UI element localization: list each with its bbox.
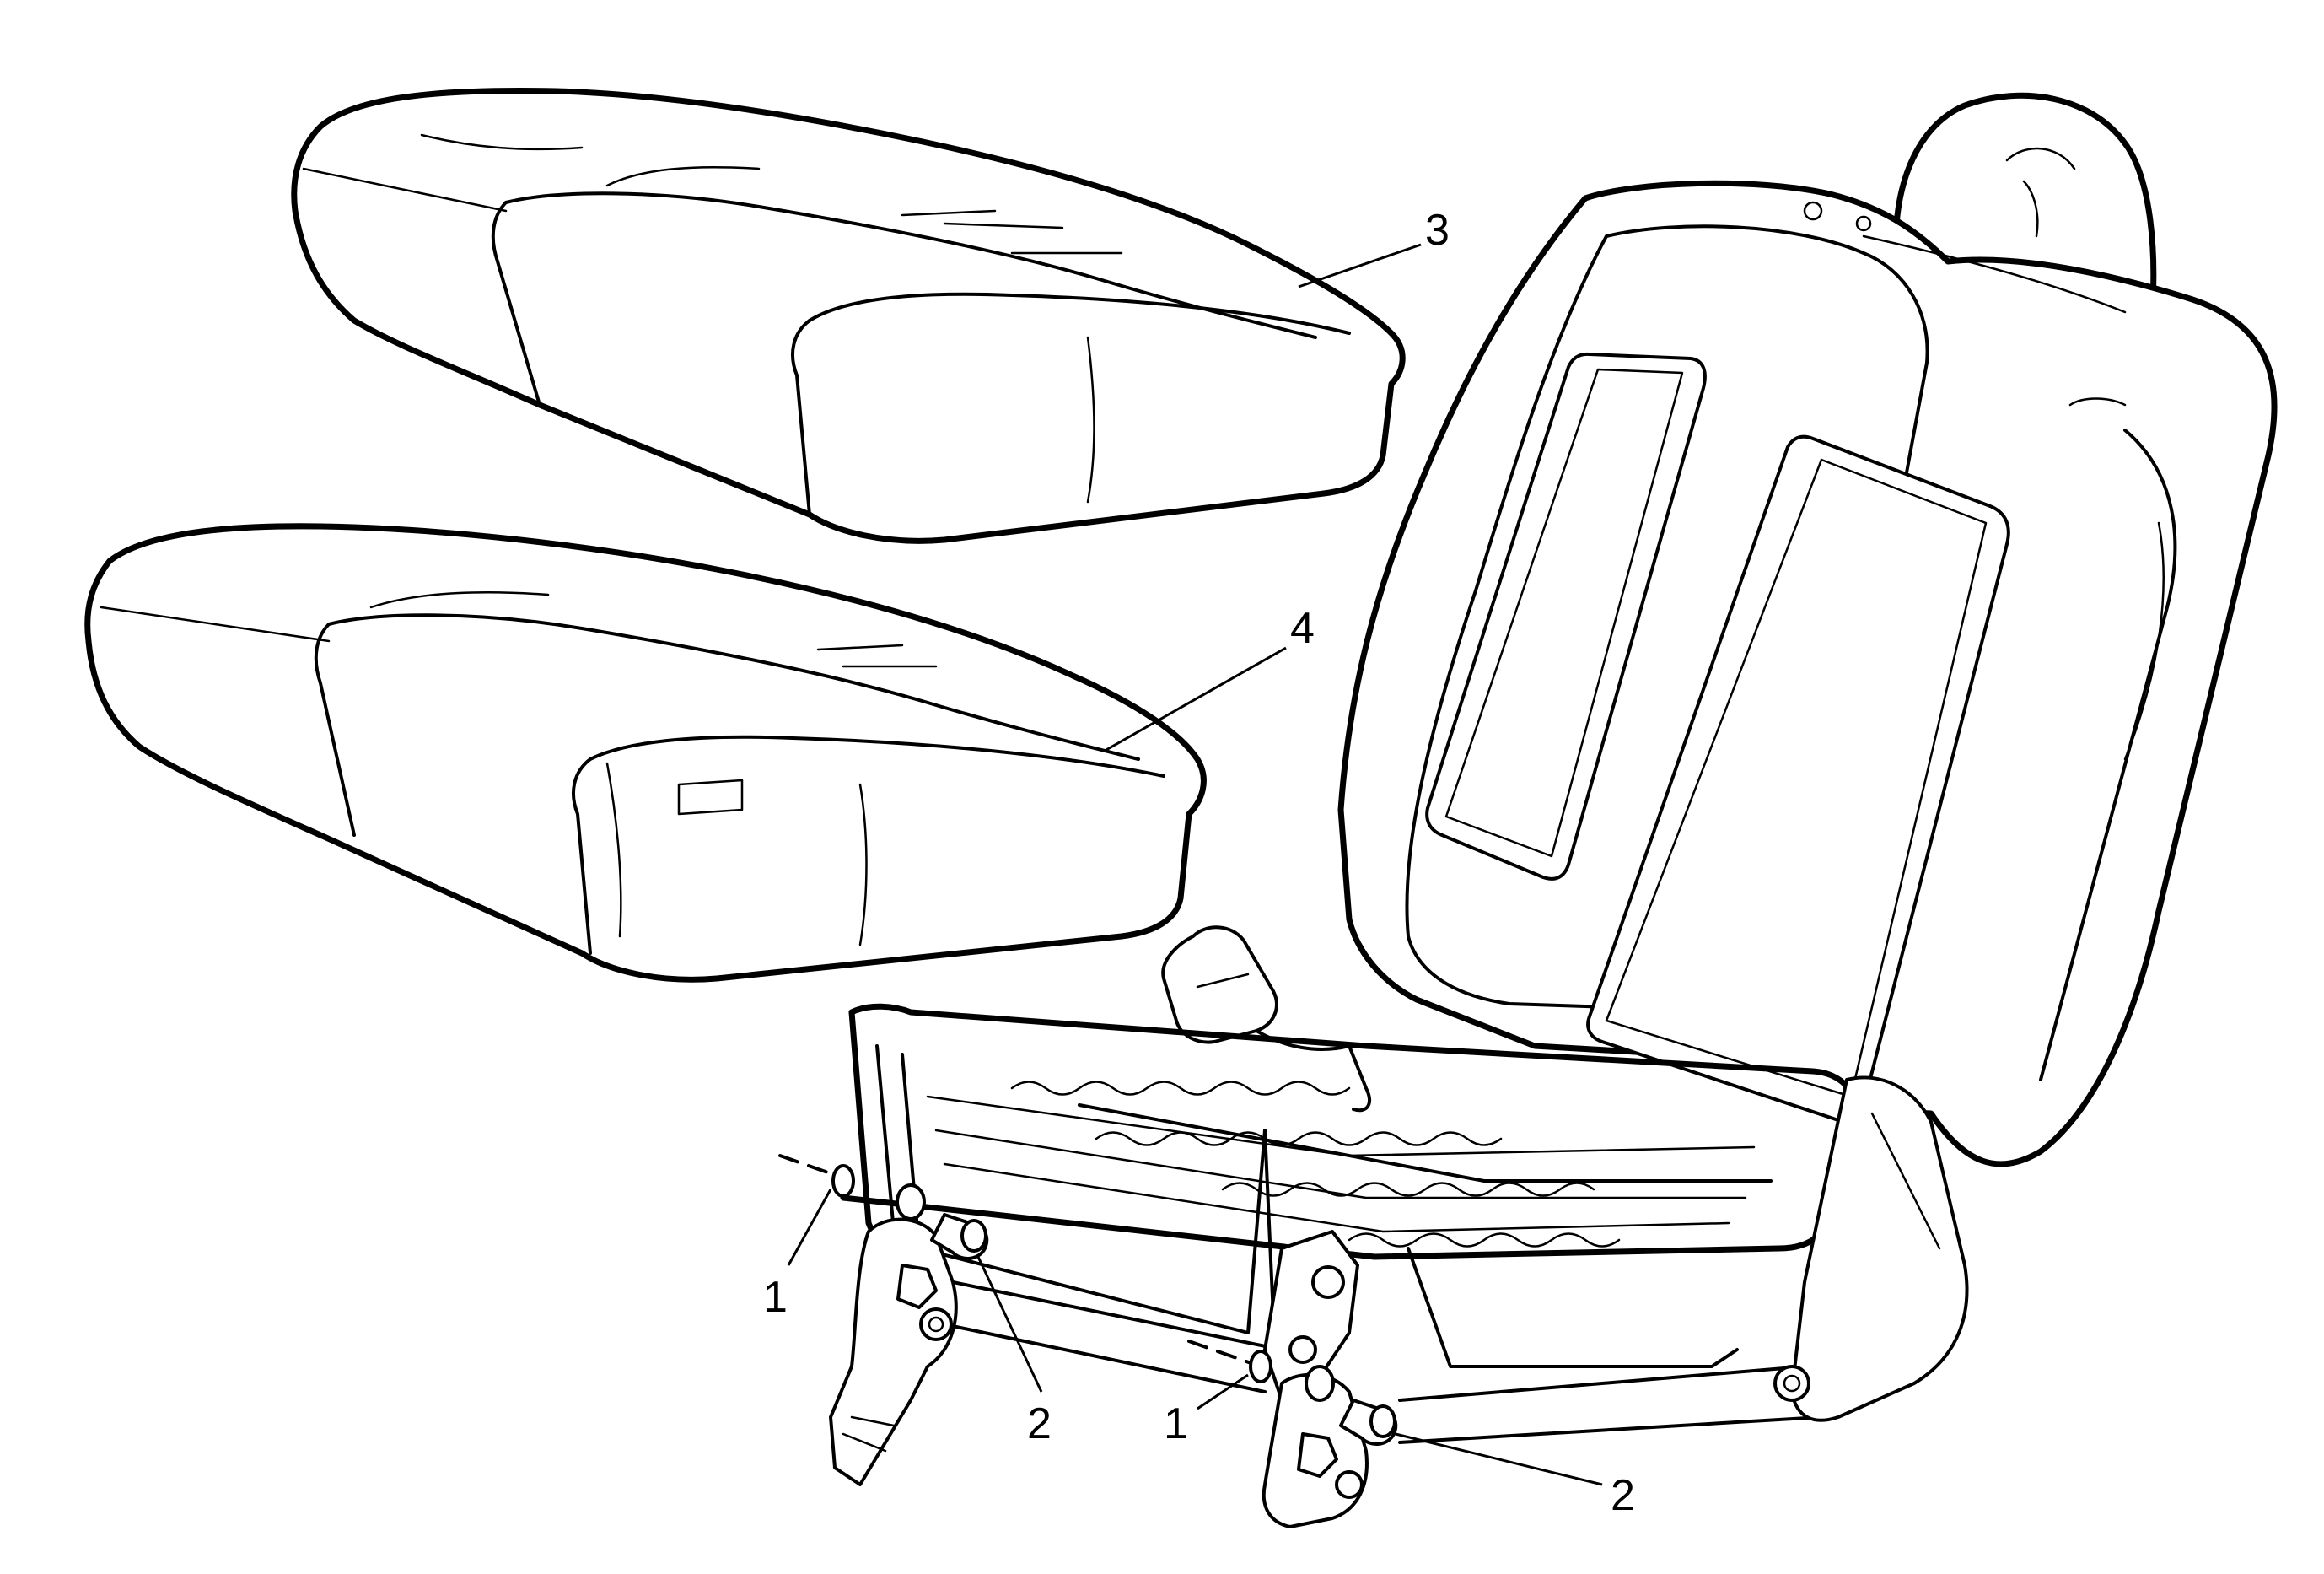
seat-back-assembly — [1337, 92, 2278, 1167]
left-hinge-bracket — [829, 1217, 958, 1486]
callout-2-right: 2 — [1611, 1471, 1635, 1520]
leader-2-left — [976, 1256, 1043, 1393]
leader-4 — [1104, 646, 1287, 752]
part-1-2-left — [778, 1154, 989, 1260]
retainer-clip-right — [1249, 1350, 1272, 1383]
leader-1-left — [787, 1189, 832, 1266]
callout-3: 3 — [1425, 206, 1450, 255]
callout-4: 4 — [1290, 604, 1315, 653]
retainer-clip-left — [831, 1164, 855, 1198]
callout-2-left: 2 — [1027, 1399, 1052, 1448]
callout-labels: 3 4 1 2 1 2 — [763, 206, 1635, 1520]
seatbelt-buckle — [1161, 925, 1371, 1113]
leader-1-right — [1197, 1373, 1249, 1410]
seat-back-panel-left — [1425, 352, 1707, 881]
callout-1-right: 1 — [1164, 1399, 1188, 1448]
leader-2-right — [1395, 1432, 1603, 1486]
part-1-2-right — [1187, 1340, 1398, 1446]
leader-3 — [1298, 243, 1422, 288]
leader-lines — [787, 243, 1603, 1486]
seat-frame — [840, 1003, 1969, 1444]
seat-cushion-lower — [84, 523, 1207, 983]
seat-cushion-upper — [291, 87, 1406, 544]
callout-1-left: 1 — [763, 1273, 788, 1322]
